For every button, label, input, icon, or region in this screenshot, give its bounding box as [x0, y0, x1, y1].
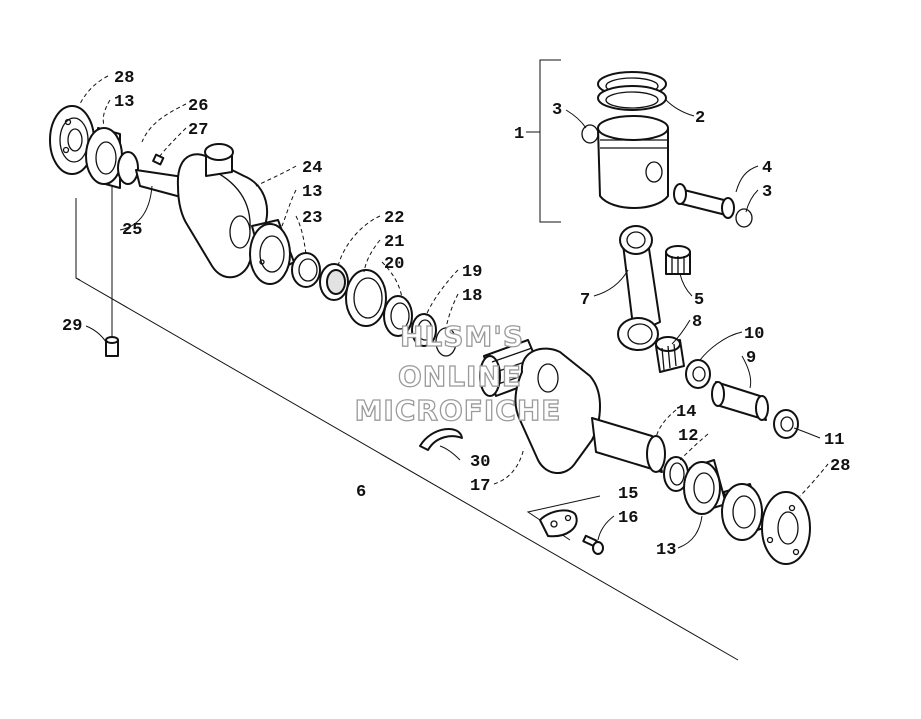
callout-2: 2	[695, 109, 705, 128]
right-end-bearings	[663, 456, 811, 565]
leader-lines	[79, 75, 829, 549]
main-bearing-right-1	[683, 459, 727, 515]
callout-21: 21	[384, 233, 404, 252]
callout-7: 7	[580, 291, 590, 310]
seals-washers	[291, 252, 457, 357]
callout-19: 19	[462, 263, 482, 282]
piston-assembly	[581, 71, 799, 439]
callout-12: 12	[678, 427, 698, 446]
callout-4: 4	[762, 159, 772, 178]
assembly-guides	[75, 59, 739, 661]
connecting-rod-7	[617, 225, 661, 351]
callout-10: 10	[744, 325, 764, 344]
seal-22	[319, 263, 349, 301]
callout-15: 15	[618, 485, 638, 504]
watermark-line-2: ONLINE	[398, 360, 522, 393]
callout-13c: 13	[656, 541, 676, 560]
watermark: HLSM'S ONLINE MICROFICHE	[354, 319, 562, 427]
callout-11: 11	[824, 431, 844, 450]
main-bearing-right-2	[721, 483, 765, 541]
washer-21	[345, 269, 387, 327]
callout-1: 1	[514, 125, 524, 144]
callout-25: 25	[122, 221, 142, 240]
thrust-washer-10	[685, 359, 711, 389]
seal-20	[383, 295, 413, 337]
callout-17: 17	[470, 477, 490, 496]
callout-23: 23	[302, 209, 322, 228]
crank-pin-9	[711, 381, 769, 421]
outer-bearing-right	[761, 491, 811, 565]
bolt-16	[582, 534, 604, 555]
left-crank-half	[49, 105, 295, 285]
callout-27: 27	[188, 121, 208, 140]
callout-28a: 28	[114, 69, 134, 88]
wrist-pin-4	[673, 183, 735, 219]
callout-14: 14	[676, 403, 696, 422]
woodruff-key	[152, 153, 165, 166]
callout-18: 18	[462, 287, 482, 306]
main-bearing-left	[85, 127, 139, 189]
watermark-line-1: HLSM'S	[400, 320, 524, 353]
callout-16: 16	[618, 509, 638, 528]
thrust-washer-11	[773, 409, 799, 439]
plate-15	[539, 509, 578, 538]
callout-28b: 28	[830, 457, 850, 476]
piston-rings-2	[597, 71, 667, 111]
main-shaft-right	[591, 417, 663, 473]
washer-19	[411, 313, 437, 347]
piston	[597, 115, 669, 209]
callout-30: 30	[470, 453, 490, 472]
outer-bearing-left	[49, 105, 95, 175]
needle-bearing-8	[655, 336, 685, 373]
circlip-3-left	[581, 124, 599, 144]
needle-bearing-5	[665, 245, 691, 275]
circlip-3-right	[735, 208, 753, 228]
callouts: 1 2 3 3 4 5 6 7 8 9 10 11 12 13 13 13 14…	[62, 69, 850, 560]
crank-web-right	[514, 347, 601, 474]
callout-5: 5	[694, 291, 704, 310]
seal-23	[291, 252, 321, 288]
callout-26: 26	[188, 97, 208, 116]
callout-6: 6	[356, 483, 366, 502]
callout-22: 22	[384, 209, 404, 228]
callout-9: 9	[746, 349, 756, 368]
watermark-line-3: MICROFICHE	[355, 394, 562, 427]
dowel-pin-29	[105, 336, 119, 357]
callout-20: 20	[384, 255, 404, 274]
callout-29: 29	[62, 317, 82, 336]
right-crank-half	[419, 339, 666, 474]
callout-24: 24	[302, 159, 322, 178]
callout-3b: 3	[762, 183, 772, 202]
callout-8: 8	[692, 313, 702, 332]
crank-pin-left	[204, 143, 234, 177]
snap-ring-30	[419, 427, 463, 451]
callout-3a: 3	[552, 101, 562, 120]
main-bearing-middle	[249, 219, 295, 285]
callout-13a: 13	[114, 93, 134, 112]
callout-13b: 13	[302, 183, 322, 202]
